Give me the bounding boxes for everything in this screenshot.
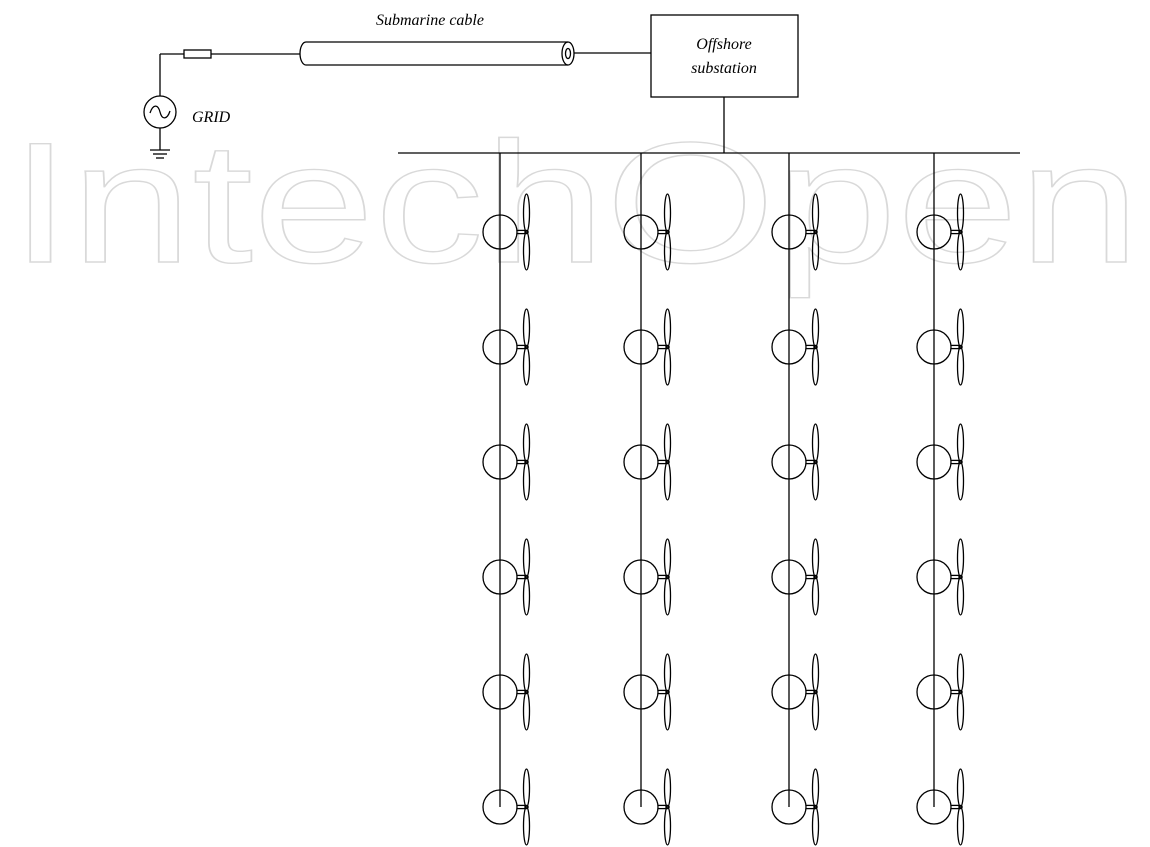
offshore-substation: Offshore substation xyxy=(650,14,799,98)
turbine-array xyxy=(482,153,965,846)
wind-turbine-icon xyxy=(482,538,531,616)
wind-turbine-icon xyxy=(771,308,820,386)
wind-turbine-icon xyxy=(482,308,531,386)
resistor-icon xyxy=(183,49,212,59)
wind-turbine-icon xyxy=(771,538,820,616)
substation-label-line1: Offshore xyxy=(696,36,751,53)
watermark: IntechOpen xyxy=(10,107,1140,299)
grid-source: GRID xyxy=(143,53,231,159)
wind-turbine-icon xyxy=(771,193,820,271)
wind-turbine-icon xyxy=(623,538,672,616)
cable-label: Submarine cable xyxy=(376,12,484,29)
grid-label: GRID xyxy=(192,109,231,126)
wind-turbine-icon xyxy=(482,193,531,271)
wind-turbine-icon xyxy=(916,193,965,271)
substation-box xyxy=(650,14,799,98)
wind-turbine-icon xyxy=(623,308,672,386)
substation-label-line2: substation xyxy=(691,60,757,77)
sine-wave-icon xyxy=(149,105,171,119)
cable-icon xyxy=(299,41,575,66)
wind-turbine-icon xyxy=(916,653,965,731)
wind-turbine-icon xyxy=(771,768,820,846)
wind-turbine-icon xyxy=(482,768,531,846)
wind-turbine-icon xyxy=(916,423,965,501)
wind-turbine-icon xyxy=(482,653,531,731)
wind-turbine-icon xyxy=(916,768,965,846)
wind-turbine-icon xyxy=(916,538,965,616)
wind-turbine-icon xyxy=(623,193,672,271)
wind-turbine-icon xyxy=(482,423,531,501)
wind-turbine-icon xyxy=(916,308,965,386)
wind-turbine-icon xyxy=(623,768,672,846)
wind-turbine-icon xyxy=(623,653,672,731)
wind-turbine-icon xyxy=(623,423,672,501)
wind-turbine-icon xyxy=(771,653,820,731)
wind-turbine-icon xyxy=(771,423,820,501)
ground-icon xyxy=(150,128,170,159)
